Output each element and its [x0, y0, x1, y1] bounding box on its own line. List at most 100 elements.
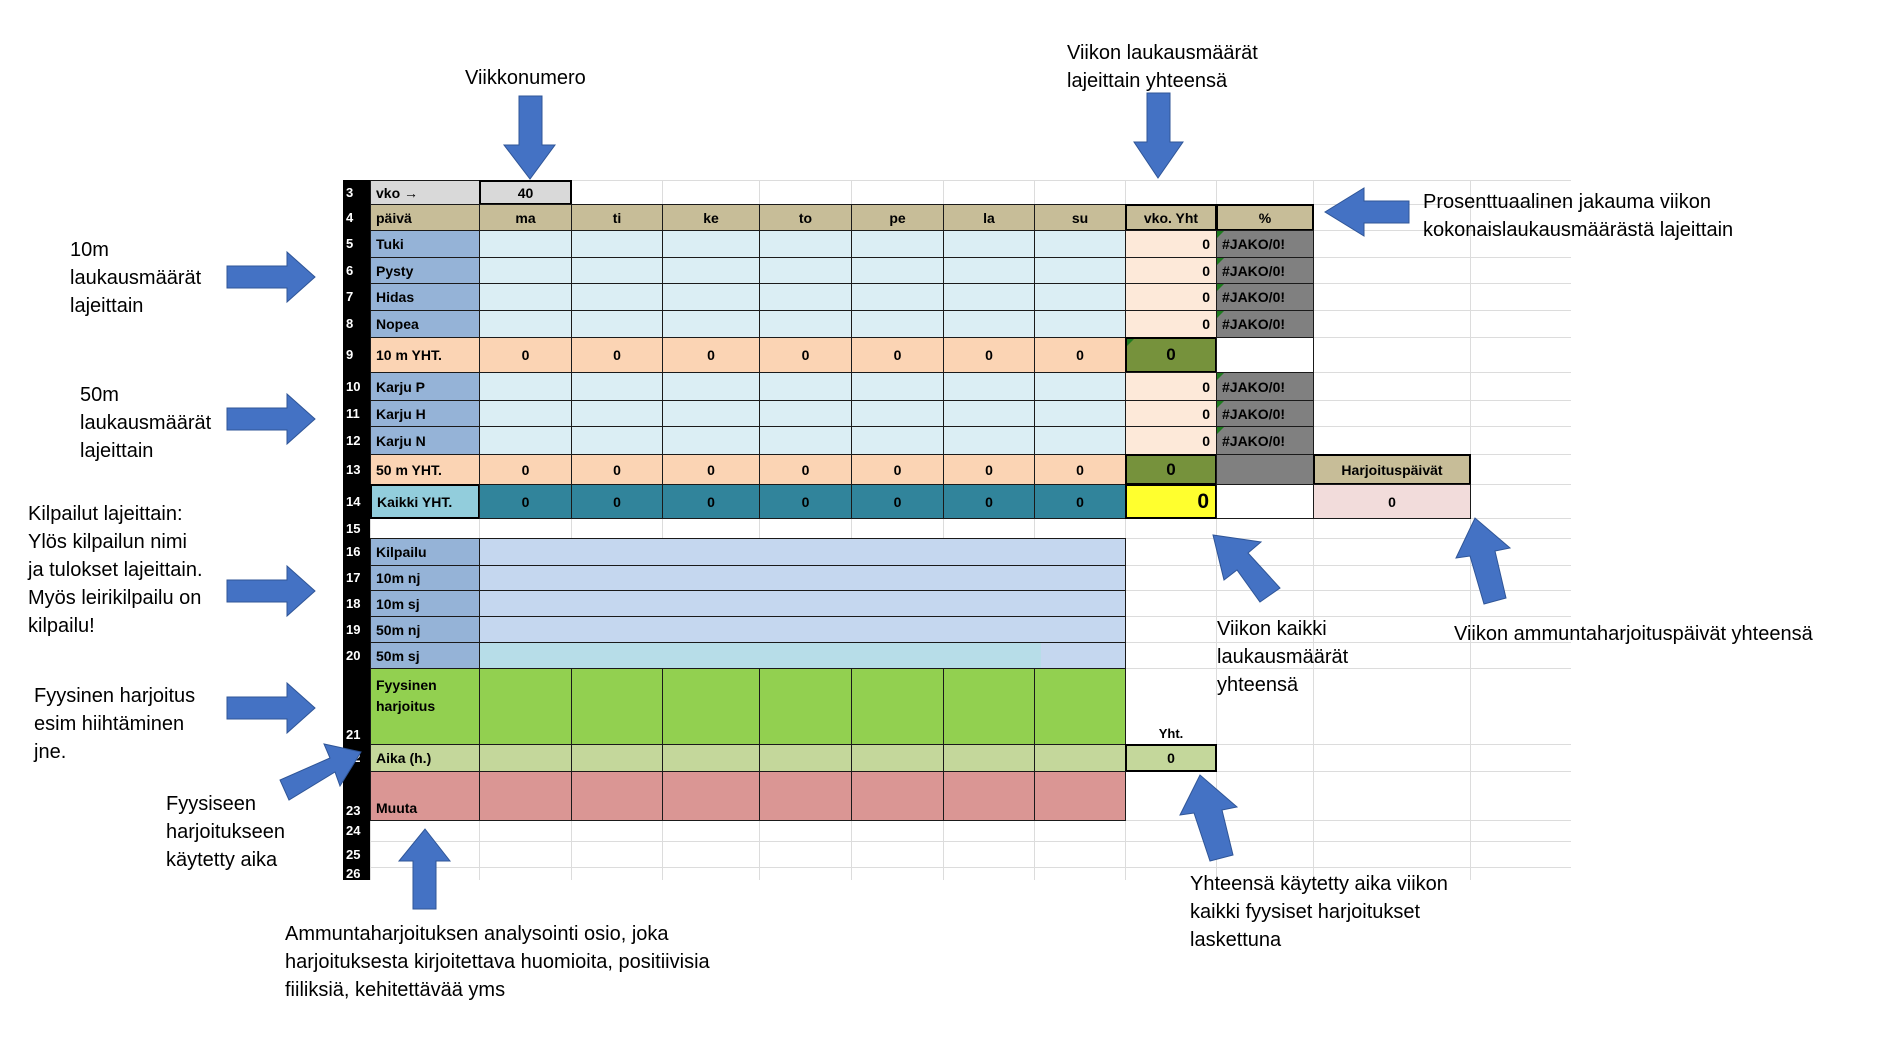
week-total-cell[interactable]: 0 — [1125, 372, 1217, 401]
shot-input-cell[interactable] — [1034, 426, 1126, 455]
physical-input-cell[interactable] — [759, 668, 852, 745]
row-number: 6 — [343, 257, 370, 283]
arrow-right-50m-icon — [226, 392, 316, 446]
all-total-cell[interactable]: 0 — [1034, 484, 1126, 519]
shot-input-cell[interactable] — [479, 283, 572, 311]
shot-input-cell[interactable] — [479, 400, 572, 427]
all-total-cell[interactable]: 0 — [943, 484, 1035, 519]
shot-input-cell[interactable] — [943, 257, 1035, 284]
shot-input-cell[interactable] — [571, 372, 663, 401]
shot-input-cell[interactable] — [759, 372, 852, 401]
sum-10m-cell[interactable]: 0 — [662, 337, 760, 373]
discipline-label: Nopea — [370, 310, 480, 338]
sum-50m-cell[interactable]: 0 — [662, 454, 760, 485]
shot-input-cell[interactable] — [759, 400, 852, 427]
empty-cell[interactable] — [1216, 484, 1314, 519]
other-input-cell[interactable] — [662, 771, 760, 821]
gridline-horizontal — [343, 180, 1571, 181]
all-total-cell[interactable]: 0 — [759, 484, 852, 519]
all-total-cell[interactable]: 0 — [479, 484, 572, 519]
competition-label: Kilpailu — [370, 538, 480, 566]
gridline-vertical — [479, 180, 480, 880]
other-label: Muuta — [370, 771, 480, 821]
shot-input-cell[interactable] — [759, 230, 852, 258]
time-total-cell[interactable]: 0 — [1125, 744, 1217, 772]
row-number: 21 — [343, 668, 370, 744]
sum-50m-cell[interactable]: 0 — [1034, 454, 1126, 485]
percent-cell[interactable]: #JAKO/0! — [1216, 230, 1314, 258]
shot-input-cell[interactable] — [943, 230, 1035, 258]
row-number: 14 — [343, 484, 370, 518]
competition-input[interactable] — [479, 642, 1126, 669]
other-input-cell[interactable] — [851, 771, 944, 821]
all-total-cell[interactable]: 0 — [851, 484, 944, 519]
other-input-cell[interactable] — [479, 771, 572, 821]
gridline-vertical — [759, 180, 760, 880]
percent-cell[interactable]: #JAKO/0! — [1216, 310, 1314, 338]
shot-input-cell[interactable] — [479, 372, 572, 401]
arrow-down-week-number-icon — [502, 95, 556, 180]
physical-input-cell[interactable] — [943, 668, 1035, 745]
arrow-up-total-time-icon — [1179, 774, 1239, 862]
physical-input-cell[interactable] — [851, 668, 944, 745]
competition-input[interactable] — [479, 590, 1126, 617]
shot-input-cell[interactable] — [851, 310, 944, 338]
sum-50m-cell[interactable]: 0 — [479, 454, 572, 485]
sum-50m-cell[interactable]: 0 — [943, 454, 1035, 485]
shot-input-cell[interactable] — [851, 257, 944, 284]
arrow-right-10m-icon — [226, 250, 316, 304]
row-number: 4 — [343, 204, 370, 230]
row-number: 18 — [343, 590, 370, 616]
shot-input-cell[interactable] — [662, 372, 760, 401]
shot-input-cell[interactable] — [662, 283, 760, 311]
shot-input-cell[interactable] — [759, 310, 852, 338]
shot-input-cell[interactable] — [1034, 257, 1126, 284]
discipline-label: Karju N — [370, 426, 480, 455]
other-input-cell[interactable] — [1034, 771, 1126, 821]
grand-total-cell[interactable]: 0 — [1125, 484, 1217, 519]
shot-input-cell[interactable] — [571, 426, 663, 455]
arrow-right-competitions-icon — [226, 564, 316, 618]
shot-input-cell[interactable] — [571, 310, 663, 338]
time-input-cell[interactable] — [943, 744, 1035, 772]
day-header-pe: pe — [851, 204, 944, 231]
percent-cell[interactable]: #JAKO/0! — [1216, 426, 1314, 455]
shot-input-cell[interactable] — [943, 426, 1035, 455]
shot-input-cell[interactable] — [1034, 230, 1126, 258]
sum-10m-cell[interactable]: 0 — [1034, 337, 1126, 373]
gridline-vertical — [1125, 180, 1126, 880]
physical-input-cell[interactable] — [571, 668, 663, 745]
week-total-cell[interactable]: 0 — [1125, 310, 1217, 338]
percent-cell[interactable]: #JAKO/0! — [1216, 400, 1314, 427]
annotation-week-number: Viikkonumero — [465, 67, 586, 89]
other-input-cell[interactable] — [943, 771, 1035, 821]
shot-input-cell[interactable] — [943, 372, 1035, 401]
sum-10m-cell[interactable]: 0 — [851, 337, 944, 373]
gridline-vertical — [851, 180, 852, 880]
sum-10m-cell[interactable]: 0 — [759, 337, 852, 373]
shot-input-cell[interactable] — [1034, 310, 1126, 338]
all-total-cell[interactable]: 0 — [662, 484, 760, 519]
shot-input-cell[interactable] — [851, 230, 944, 258]
shot-input-cell[interactable] — [662, 310, 760, 338]
shot-input-cell[interactable] — [571, 230, 663, 258]
training-days-value[interactable]: 0 — [1313, 484, 1471, 519]
shot-input-cell[interactable] — [1034, 400, 1126, 427]
week-total-cell[interactable]: 0 — [1125, 283, 1217, 311]
gridline-vertical — [571, 180, 572, 880]
row-number: 5 — [343, 230, 370, 257]
week-total-cell[interactable]: 0 — [1125, 257, 1217, 284]
row-number: 13 — [343, 454, 370, 484]
week-label[interactable]: vko → — [370, 180, 480, 205]
empty-cell[interactable] — [1216, 337, 1314, 373]
physical-input-cell[interactable] — [479, 668, 572, 745]
discipline-label: Hidas — [370, 283, 480, 311]
percent-cell[interactable]: #JAKO/0! — [1216, 283, 1314, 311]
week-number-cell[interactable]: 40 — [479, 180, 572, 205]
physical-input-cell[interactable] — [1034, 668, 1126, 745]
shot-input-cell[interactable] — [851, 283, 944, 311]
error-indicator-icon — [1217, 258, 1224, 265]
shot-input-cell[interactable] — [943, 310, 1035, 338]
shot-input-cell[interactable] — [662, 426, 760, 455]
all-total-cell[interactable]: 0 — [571, 484, 663, 519]
